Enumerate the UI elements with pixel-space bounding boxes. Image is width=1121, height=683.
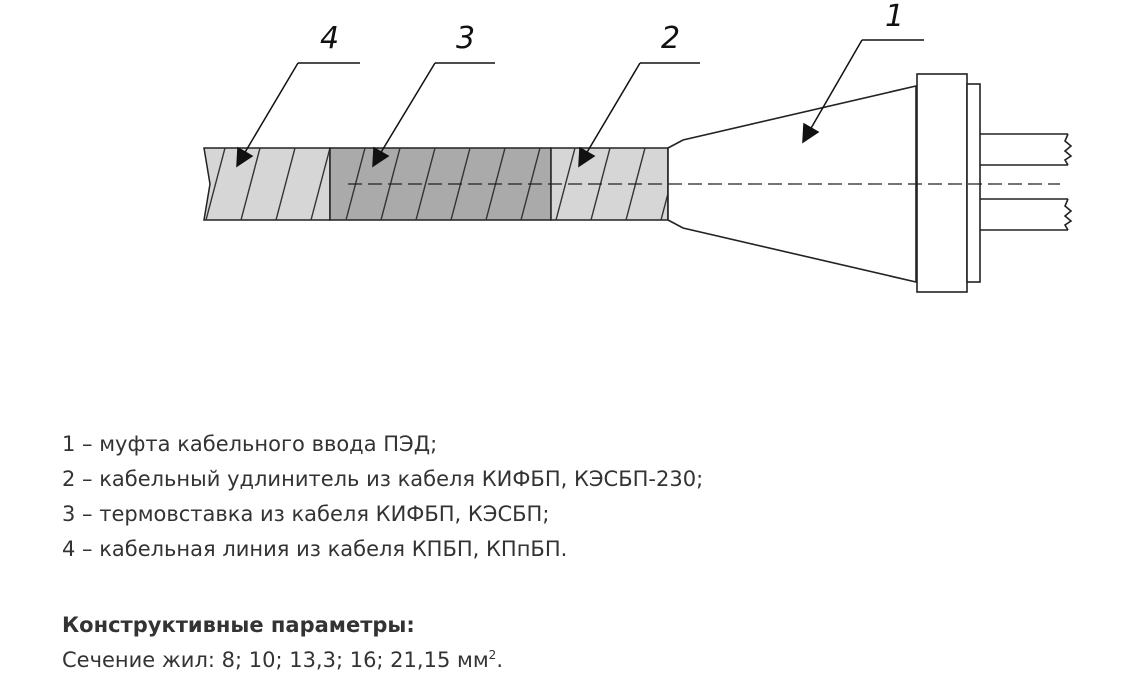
section-4-hatching xyxy=(205,148,330,220)
coupling-pin-bottom xyxy=(980,198,1073,231)
params-end-punctuation: . xyxy=(496,648,503,672)
params-unit-superscript: 2 xyxy=(488,648,497,662)
legend-item-4: 4 – кабельная линия из кабеля КПБП, КПпБ… xyxy=(62,537,568,561)
callout-leaders xyxy=(236,39,924,168)
coupling-pin-top xyxy=(980,133,1073,166)
callout-4: 4 xyxy=(320,21,339,56)
callout-2: 2 xyxy=(661,21,680,56)
legend-list: 1 – муфта кабельного ввода ПЭД; 2 – кабе… xyxy=(62,427,703,567)
leader-2 xyxy=(578,62,700,168)
section-1-coupling xyxy=(667,73,1073,293)
leader-4 xyxy=(236,62,360,168)
leader-1 xyxy=(802,39,924,144)
section-4-cable-line xyxy=(203,147,331,221)
legend-item-2: 2 – кабельный удлинитель из кабеля КИФБП… xyxy=(62,467,704,491)
legend-item-3: 3 – термовставка из кабеля КИФБП, КЭСБП; xyxy=(62,502,550,526)
cable-assembly-diagram: 4 3 2 1 xyxy=(203,0,1073,293)
params-cross-section: Сечение жил: 8; 10; 13,3; 16; 21,15 мм2. xyxy=(62,648,503,672)
params-heading: Конструктивные параметры: xyxy=(62,613,415,637)
coupling-flange-rim xyxy=(966,83,981,283)
coupling-flange xyxy=(916,73,968,293)
leader-3 xyxy=(372,62,495,168)
params-cross-section-text: Сечение жил: 8; 10; 13,3; 16; 21,15 мм xyxy=(62,648,489,672)
callout-3: 3 xyxy=(456,21,475,56)
callout-1: 1 xyxy=(885,0,904,34)
legend-item-1: 1 – муфта кабельного ввода ПЭД; xyxy=(62,432,438,456)
